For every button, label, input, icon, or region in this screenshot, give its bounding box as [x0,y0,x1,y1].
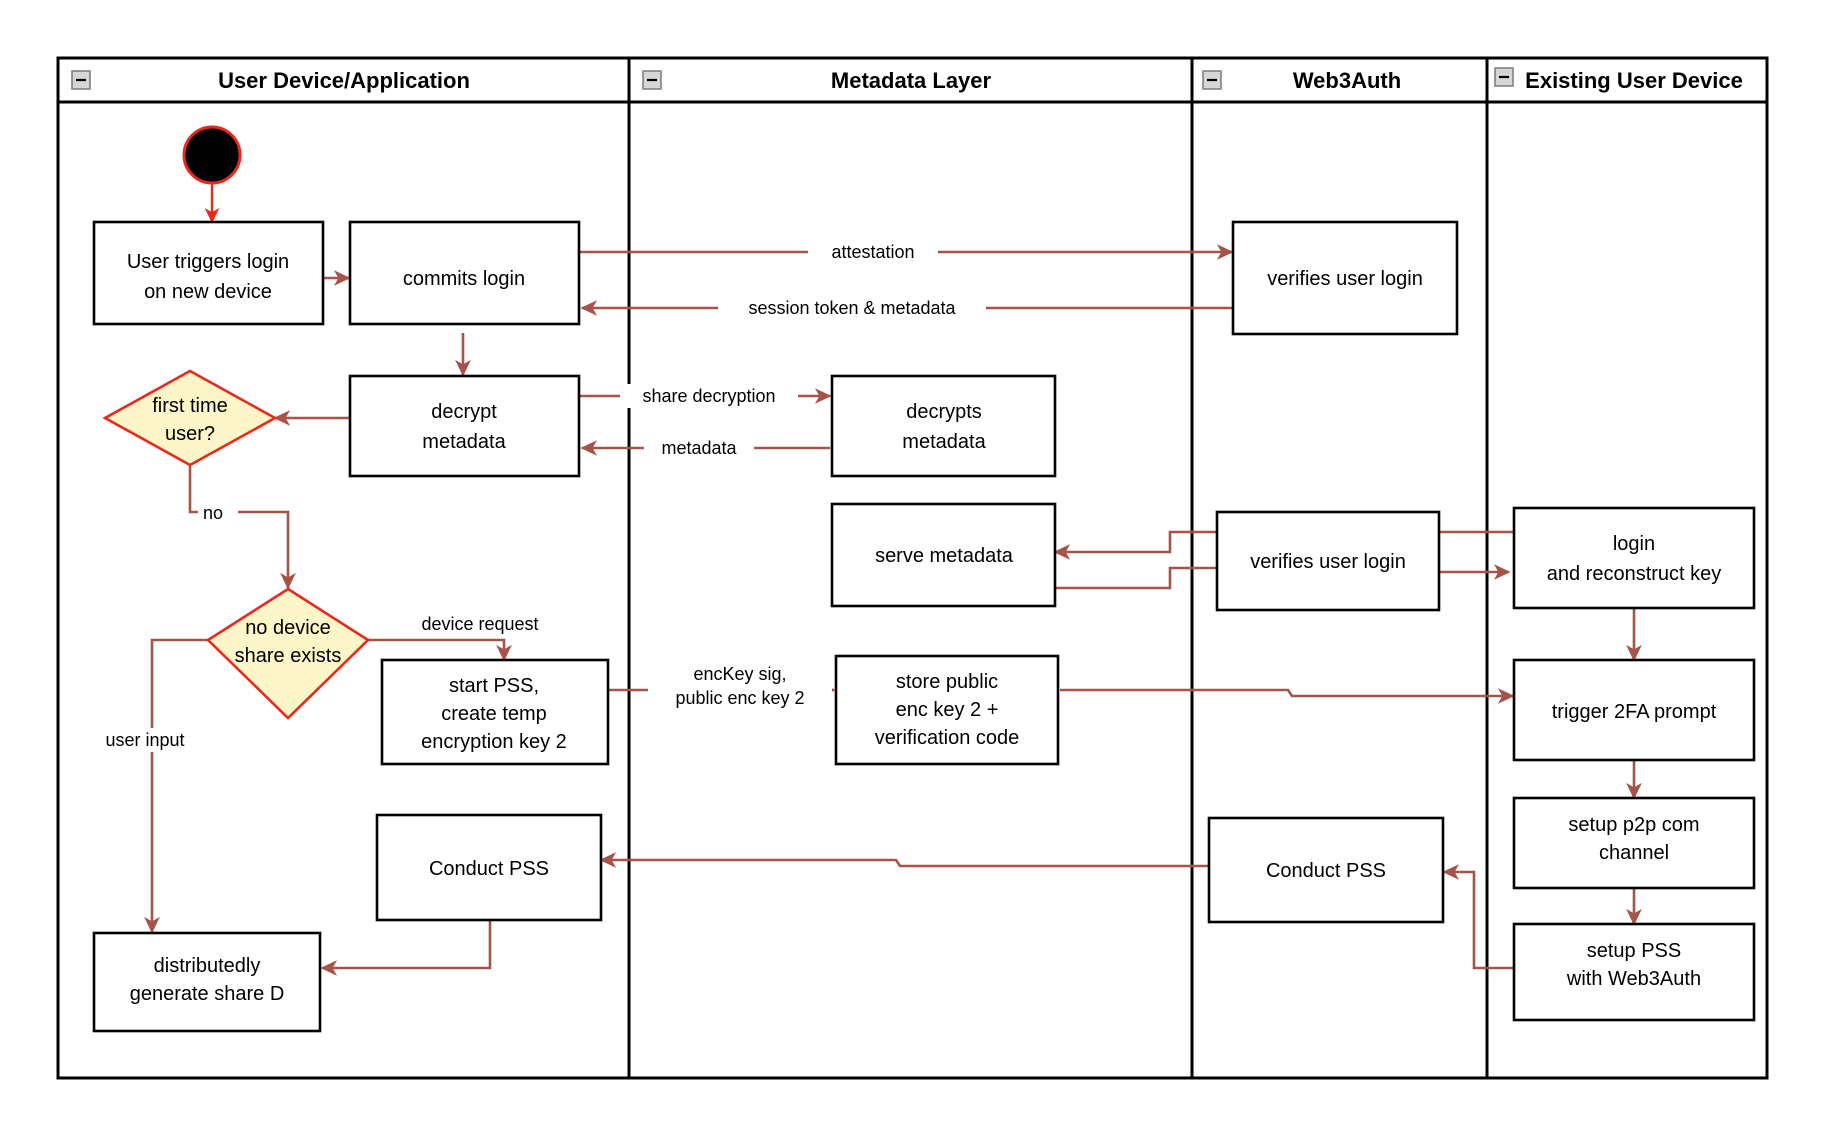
node-label-line: decrypts [906,401,982,423]
node-label-line: channel [1599,842,1669,864]
node-label-line: metadata [902,431,986,453]
node-label-line: first time [152,395,228,417]
minus-icon[interactable] [71,70,91,90]
node-first-time-user-decision[interactable]: first time user? [102,369,278,467]
edge-verify-to-serve-metadata [1053,530,1232,560]
node-trigger-2fa-prompt[interactable]: trigger 2FA prompt [1512,658,1756,762]
node-label-line: setup p2p com [1568,814,1699,836]
node-label-line: share exists [235,645,342,667]
node-label-line: decrypt [431,401,497,423]
node-label-line: with Web3Auth [1566,968,1701,990]
minus-icon[interactable] [1494,67,1514,87]
node-label-line: Conduct PSS [429,858,549,880]
node-verifies-user-login-1[interactable]: verifies user login [1231,220,1459,336]
node-label-line: start PSS, [449,675,539,697]
edge-user-input [144,638,208,934]
node-distributedly-generate-share-d[interactable]: distributedly generate share D [92,931,322,1033]
lane-title-existing-device: Existing User Device [1525,68,1743,93]
node-label-line: on new device [144,281,272,303]
node-serve-metadata[interactable]: serve metadata [830,502,1057,608]
node-label-line: generate share D [130,983,285,1005]
edge-label-no: no [203,503,223,523]
edge-conduct-pss-to-share-d [320,920,492,976]
node-label-line: commits login [403,268,525,290]
node-label-line: setup PSS [1587,940,1682,962]
node-label-line: and reconstruct key [1547,563,1722,585]
node-decrypt-metadata[interactable]: decrypt metadata [348,374,581,478]
node-label-line: distributedly [154,955,261,977]
node-label-line: verifies user login [1267,268,1423,290]
node-start-pss[interactable]: start PSS, create temp encryption key 2 [380,658,610,766]
node-label-line: create temp [441,703,547,725]
node-label-line: metadata [422,431,506,453]
node-conduct-pss-user[interactable]: Conduct PSS [375,813,603,922]
minus-icon[interactable] [642,70,662,90]
node-conduct-pss-web3auth[interactable]: Conduct PSS [1207,816,1445,924]
edge-conduct-pss-web3auth-to-user [599,852,1208,868]
edge-label-enckey-sig-line1: encKey sig, [693,664,786,684]
edge-label-user-input: user input [105,730,184,750]
node-label-line: login [1613,533,1655,555]
node-decrypts-metadata[interactable]: decrypts metadata [830,374,1057,478]
lane-title-user-device: User Device/Application [218,68,470,93]
edge-store-key-to-trigger-2fa [1060,688,1515,704]
node-label-line: encryption key 2 [421,731,567,753]
node-label-line: store public [896,671,998,693]
edge-label-attestation: attestation [831,242,914,262]
node-label-line: trigger 2FA prompt [1552,701,1717,723]
minus-icon[interactable] [1202,70,1222,90]
edge-serve-metadata-to-verify [1055,560,1238,590]
node-commits-login[interactable]: commits login [348,220,581,326]
node-user-triggers-login[interactable]: User triggers login on new device [92,220,325,326]
node-label-line: verification code [875,727,1020,749]
edge-device-request [368,638,512,662]
node-label-line: Conduct PSS [1266,860,1386,882]
lane-title-web3auth: Web3Auth [1293,68,1401,93]
node-login-and-reconstruct-key[interactable]: login and reconstruct key [1512,506,1756,610]
node-label-line: no device [245,617,331,639]
node-label-line: verifies user login [1250,551,1406,573]
edge-label-device-request: device request [421,614,538,634]
lane-title-metadata: Metadata Layer [831,68,992,93]
node-label-line: serve metadata [875,545,1014,567]
node-label-line: user? [165,423,215,445]
edge-label-enckey-sig-line2: public enc key 2 [675,688,804,708]
node-setup-p2p-com-channel[interactable]: setup p2p com channel [1512,796,1756,890]
node-verifies-user-login-2[interactable]: verifies user login [1215,510,1441,612]
edge-label-metadata: metadata [661,438,737,458]
edge-no-branch [188,465,296,590]
edge-label-share-decryption: share decryption [642,386,775,406]
edge-label-session-token-metadata: session token & metadata [748,298,956,318]
node-store-public-enc-key[interactable]: store public enc key 2 + verification co… [834,654,1060,766]
node-no-device-share-exists-decision[interactable]: no device share exists [205,587,371,720]
start-node[interactable] [182,125,242,185]
node-label-line: enc key 2 + [896,699,999,721]
lane-user-device[interactable]: User Device/Application [56,56,631,1080]
edge-setup-pss-to-conduct-pss-web3auth [1442,864,1513,970]
node-label-line: User triggers login [127,251,289,273]
node-setup-pss-with-web3auth[interactable]: setup PSS with Web3Auth [1512,922,1756,1022]
